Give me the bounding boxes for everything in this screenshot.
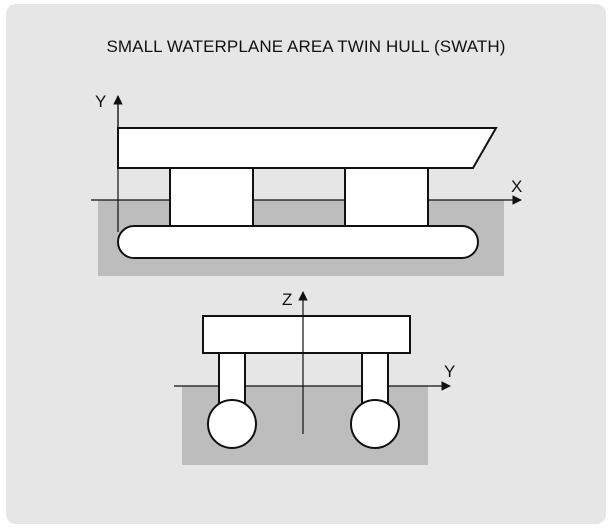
front-view-right-strut xyxy=(361,352,389,408)
side-view-deck xyxy=(117,127,498,169)
front-view-deck xyxy=(202,315,411,354)
front-view-y-label: Y xyxy=(444,362,455,381)
side-view-rear-strut xyxy=(344,167,429,227)
front-view: Z Y xyxy=(174,290,455,465)
diagram-title: SMALL WATERPLANE AREA TWIN HULL (SWATH) xyxy=(106,37,506,56)
side-view-x-label: X xyxy=(511,177,522,196)
front-view-left-strut xyxy=(218,352,246,408)
side-view: Y X xyxy=(91,92,522,276)
side-view-front-strut xyxy=(169,167,254,227)
diagram-panel: SMALL WATERPLANE AREA TWIN HULL (SWATH) xyxy=(6,4,606,524)
front-view-z-label: Z xyxy=(282,290,292,309)
side-view-y-label: Y xyxy=(95,92,106,111)
side-view-lower-hull xyxy=(117,225,479,259)
swath-diagram: Y X Z Y xyxy=(91,92,522,465)
front-view-left-hull xyxy=(207,399,257,449)
front-view-right-hull xyxy=(350,399,400,449)
